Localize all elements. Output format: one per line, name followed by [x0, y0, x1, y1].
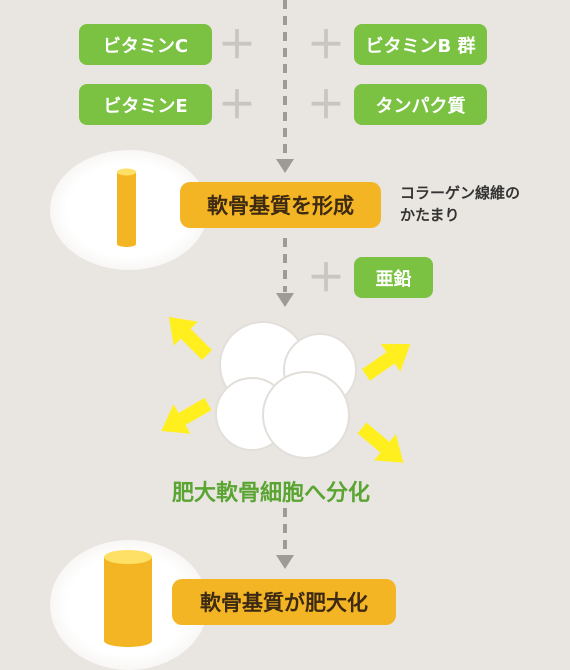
arrowhead-3: [276, 555, 294, 569]
protein-label: タンパク質: [354, 84, 487, 125]
cartilage-large-icon: [104, 550, 152, 647]
step1-label: 軟骨基質を形成: [180, 182, 381, 228]
yellow-arrow-up-right: [361, 343, 411, 381]
plus-icon: ＋: [307, 23, 346, 67]
plus-icon: ＋: [307, 256, 346, 300]
yellow-arrow-down-left: [161, 397, 212, 434]
step3-label: 軟骨基質が肥大化: [172, 579, 396, 625]
plus-icon: ＋: [218, 23, 257, 67]
cartilage-small-icon: [117, 168, 136, 247]
vitamin-b-label: ビタミンB 群: [354, 24, 487, 65]
plus-icon: ＋: [307, 83, 346, 127]
arrowhead-2: [276, 293, 294, 307]
arrowhead-1: [276, 159, 294, 173]
step2-label: 肥大軟骨細胞へ分化: [172, 481, 371, 506]
plus-icon: ＋: [218, 83, 257, 127]
vitamin-e-label: ビタミンE: [79, 84, 212, 125]
zinc-label: 亜鉛: [354, 257, 433, 298]
vitamin-c-label: ビタミンC: [79, 24, 212, 65]
cell-cluster-icon: [215, 321, 357, 459]
diagram-graphics: [104, 0, 411, 647]
step1-note-line1: コラーゲン線維の: [400, 184, 521, 202]
yellow-arrow-up-left: [168, 316, 212, 360]
yellow-arrow-down-right: [357, 422, 404, 463]
step1-note-line2: かたまり: [400, 206, 460, 224]
